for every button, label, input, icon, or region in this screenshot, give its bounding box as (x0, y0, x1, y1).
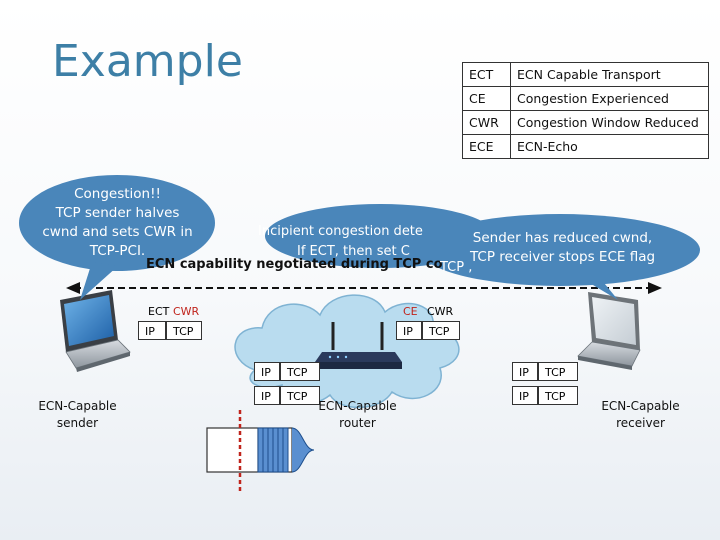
sender-reduced-callout (420, 214, 700, 300)
negotiation-text: ECN capability negotiated during TCP co (146, 257, 443, 272)
callout-line: Congestion!! (74, 186, 161, 202)
congestion-callout (19, 175, 215, 300)
incipient-congestion-line-2: If ECT, then set C (297, 244, 410, 259)
legend-meaning: ECN-Echo (510, 134, 709, 159)
legend-abbr: ECE (462, 134, 511, 159)
congestion-callout-text: Congestion!! TCP sender halves cwnd and … (30, 185, 205, 261)
legend-row: CE Congestion Experienced (462, 86, 709, 111)
legend-row: ECE ECN-Echo (462, 134, 709, 159)
router-icon (315, 322, 402, 369)
label-line: receiver (616, 416, 665, 430)
receiver-laptop-icon (577, 292, 641, 370)
receiver-ip-header: IP (512, 386, 538, 405)
legend-meaning: Congestion Experienced (510, 86, 709, 111)
label-line: router (339, 416, 376, 430)
sender-flag-ect: ECT (148, 305, 170, 318)
receiver-ip-header: IP (512, 362, 538, 381)
label-line: ECN-Capable (318, 399, 397, 413)
callout-line: TCP sender halves (55, 205, 180, 221)
page-title: Example (52, 36, 243, 87)
sender-label: ECN-Capable sender (30, 398, 125, 432)
sender-ip-header: IP (138, 321, 166, 340)
callout-line: Sender has reduced cwnd, (472, 230, 653, 246)
router-queue (206, 410, 315, 492)
router-tcp-header: TCP (422, 321, 460, 340)
label-line: ECN-Capable (38, 399, 117, 413)
queue-ip-header: IP (254, 362, 280, 381)
tcp-fragment-text: TCP , (440, 260, 473, 275)
legend-row: ECT ECN Capable Transport (462, 62, 709, 87)
connection-arrow (66, 282, 662, 294)
legend-abbr: CWR (462, 110, 511, 135)
receiver-tcp-header: TCP (538, 362, 578, 381)
callout-line: cwnd and sets CWR in (42, 224, 193, 240)
queue-ip-header: IP (254, 386, 280, 405)
receiver-label: ECN-Capable receiver (593, 398, 688, 432)
legend-abbr: ECT (462, 62, 511, 87)
queue-tcp-header: TCP (280, 386, 320, 405)
sender-laptop-icon (60, 290, 131, 372)
sender-flag-cwr: CWR (173, 305, 200, 318)
sender-reduced-callout-text: Sender has reduced cwnd, TCP receiver st… (460, 229, 665, 267)
router-label: ECN-Capable router (310, 398, 405, 432)
router-ip-header: IP (396, 321, 422, 340)
callout-line: TCP-PCI. (89, 243, 146, 259)
legend-row: CWR Congestion Window Reduced (462, 110, 709, 135)
incipient-congestion-line-1: Incipient congestion dete (258, 224, 423, 239)
router-flag-cwr: CWR (427, 305, 454, 318)
router-flag-ce: CE (403, 305, 418, 318)
callout-line: TCP receiver stops ECE flag (469, 249, 656, 265)
label-line: ECN-Capable (601, 399, 680, 413)
label-line: sender (56, 416, 99, 430)
legend-meaning: ECN Capable Transport (510, 62, 709, 87)
legend-table: ECT ECN Capable Transport CE Congestion … (462, 62, 709, 159)
queue-tcp-header: TCP (280, 362, 320, 381)
sender-tcp-header: TCP (166, 321, 202, 340)
receiver-tcp-header: TCP (538, 386, 578, 405)
legend-meaning: Congestion Window Reduced (510, 110, 709, 135)
